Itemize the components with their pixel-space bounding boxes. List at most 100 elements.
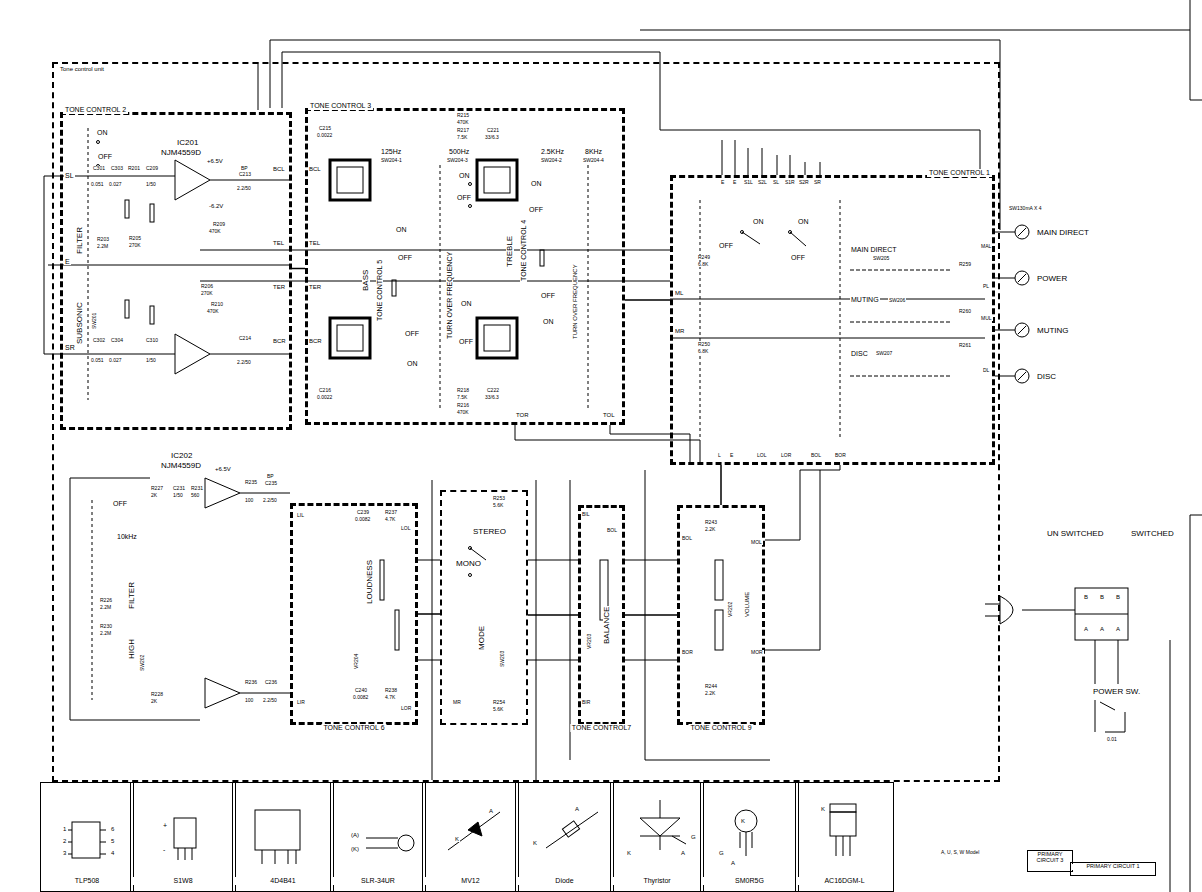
- schematic-label: C235: [264, 481, 278, 486]
- schematic-label: BOL: [681, 536, 693, 541]
- schematic-label: BOR: [681, 650, 694, 655]
- legend-cell: Thyristor: [610, 782, 704, 892]
- signal-wire: [625, 299, 670, 301]
- schematic-label: PL: [982, 284, 990, 289]
- schematic-label: R226: [99, 598, 113, 603]
- schematic-label: G: [690, 834, 697, 840]
- schematic-label: MOL: [750, 540, 763, 545]
- circuit-block: TONE CONTROL7: [578, 505, 625, 725]
- signal-wire: [625, 614, 677, 616]
- schematic-label: R243: [704, 520, 718, 525]
- legend-cell: SM0R5G: [700, 782, 799, 892]
- schematic-label: BCL: [272, 166, 286, 172]
- schematic-label: (A): [350, 832, 360, 838]
- schematic-label: TEL: [308, 240, 321, 246]
- reference-box: PRIMARY CIRCUIT 3: [1027, 850, 1073, 872]
- schematic-label: R235: [244, 480, 258, 485]
- schematic-label: C231: [172, 486, 186, 491]
- legend-cell: 4D4B41: [232, 782, 334, 892]
- schematic-label: R261: [958, 343, 972, 348]
- schematic-label: SR: [64, 344, 76, 351]
- schematic-label: S2L: [757, 180, 768, 185]
- schematic-label: OFF: [458, 338, 474, 345]
- block-title: PRIMARY CIRCUIT 3: [1029, 852, 1071, 864]
- schematic-label: BALANCE: [603, 606, 611, 645]
- schematic-label: R209: [212, 222, 226, 227]
- schematic-label: 0.051: [90, 358, 105, 363]
- block-title: TONE CONTROL 9: [688, 724, 753, 732]
- schematic-label: NJM4559D: [160, 149, 202, 157]
- schematic-label: OFF: [528, 206, 544, 213]
- block-title: TONE CONTROL 3: [308, 102, 373, 110]
- schematic-label: TER: [272, 284, 286, 290]
- switch-contact: [97, 141, 807, 577]
- schematic-label: R210: [210, 302, 224, 307]
- schematic-label: MAIN DIRECT: [1036, 229, 1090, 237]
- schematic-label: ON: [530, 180, 543, 187]
- schematic-label: C209: [145, 166, 159, 171]
- schematic-label: TEL: [272, 240, 285, 246]
- schematic-label: DISC: [850, 350, 869, 357]
- schematic-label: 470K: [456, 120, 470, 125]
- schematic-label: (K): [350, 846, 360, 852]
- signal-wire: [720, 465, 722, 505]
- schematic-label: ON: [542, 318, 555, 325]
- legend-cell: S1W8: [130, 782, 236, 892]
- schematic-label: C301: [92, 166, 106, 171]
- schematic-label: SW206: [888, 298, 906, 303]
- schematic-label: +6.5V: [214, 466, 232, 472]
- schematic-label: R260: [958, 309, 972, 314]
- schematic-label: 2.2K: [704, 527, 716, 532]
- schematic-label: OFF: [397, 254, 413, 261]
- schematic-label: 2.2/50: [262, 498, 278, 503]
- schematic-label: BOR: [834, 453, 847, 458]
- schematic-label: SW204-2: [540, 158, 563, 163]
- schematic-label: SW204-1: [380, 158, 403, 163]
- block-title: Thyristor: [613, 877, 701, 885]
- schematic-label: 500Hz: [448, 148, 470, 155]
- schematic-label: SR: [813, 180, 822, 185]
- component-symbol: [68, 800, 856, 864]
- schematic-label: A, U, S, W Model: [940, 850, 980, 855]
- schematic-label: R231: [190, 486, 204, 491]
- schematic-label: ON: [96, 129, 109, 136]
- schematic-label: ON: [406, 360, 419, 367]
- power-plug: [985, 588, 1128, 732]
- block-title: S1W8: [133, 877, 233, 885]
- schematic-label: R206: [200, 284, 214, 289]
- schematic-label: MUTING: [1036, 327, 1070, 335]
- schematic-label: OFF: [112, 500, 128, 507]
- schematic-label: C303: [110, 166, 124, 171]
- schematic-label: MOR: [750, 650, 764, 655]
- schematic-label: 4: [110, 850, 115, 856]
- schematic-label: 5: [110, 838, 115, 844]
- schematic-label: B: [1083, 594, 1089, 600]
- schematic-label: ON: [752, 218, 765, 225]
- block-title: TONE CONTROL7: [570, 724, 633, 732]
- op-amp-symbol: [175, 160, 240, 708]
- schematic-label: R254: [492, 700, 506, 705]
- schematic-label: ON: [395, 226, 408, 233]
- bus-wires: [44, 0, 1202, 892]
- schematic-label: 6: [110, 826, 115, 832]
- schematic-label: SW205: [872, 256, 890, 261]
- schematic-label: 5.6K: [492, 707, 504, 712]
- schematic-label: A: [730, 860, 736, 866]
- schematic-label: TOR: [515, 412, 530, 418]
- schematic-label: VOLUME: [744, 591, 750, 618]
- schematic-label: -6.2V: [208, 203, 224, 209]
- schematic-label: R253: [492, 496, 506, 501]
- schematic-label: 470K: [206, 309, 220, 314]
- schematic-label: IC201: [176, 139, 199, 147]
- schematic-label: B: [1115, 594, 1121, 600]
- schematic-label: ON: [460, 300, 473, 307]
- schematic-label: S1L: [743, 180, 754, 185]
- schematic-label: S2R: [798, 180, 810, 185]
- block-title: MODE: [478, 624, 487, 652]
- schematic-label: C213: [238, 172, 252, 177]
- schematic-label: LOL: [756, 453, 767, 458]
